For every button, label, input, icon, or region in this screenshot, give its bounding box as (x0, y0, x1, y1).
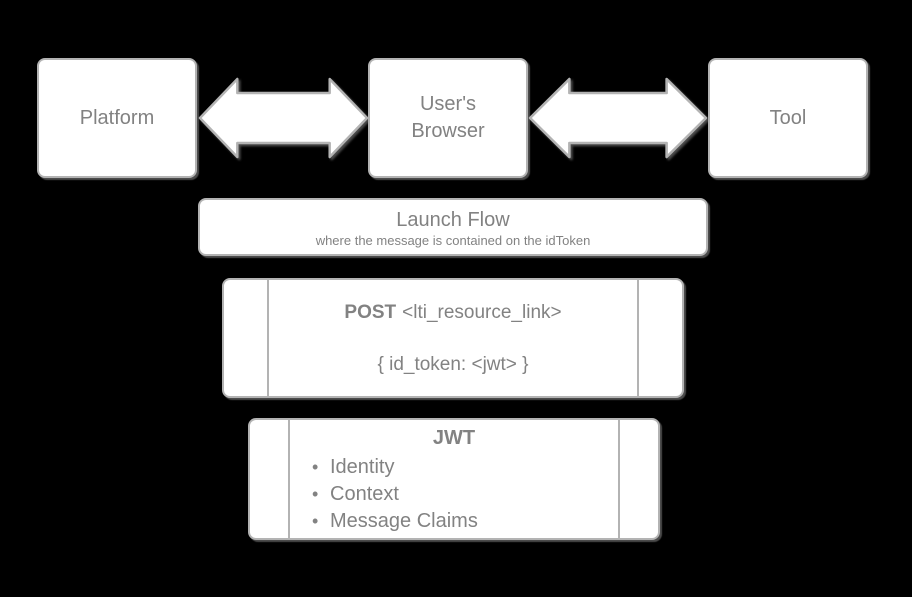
post-method: POST (344, 302, 397, 323)
post-payload: { id_token: <jwt> } (377, 354, 529, 375)
double-arrow-browser-tool-icon (528, 77, 708, 159)
users-browser-node: User's Browser (368, 58, 528, 178)
inner-divider-right (637, 280, 639, 396)
jwt-claim-item: Message Claims (312, 508, 658, 535)
jwt-box: JWT Identity Context Message Claims (248, 418, 660, 540)
platform-node: Platform (37, 58, 197, 178)
jwt-claims-list: Identity Context Message Claims (250, 454, 658, 535)
jwt-claim-item: Context (312, 481, 658, 508)
users-browser-label: User's Browser (411, 93, 485, 142)
jwt-claim-item: Identity (312, 454, 658, 481)
tool-label: Tool (769, 106, 807, 129)
inner-divider-left (267, 280, 269, 396)
post-request-line: POST<lti_resource_link> (224, 299, 682, 326)
post-target: <lti_resource_link> (402, 302, 562, 323)
post-request-text: POST<lti_resource_link> { id_token: <jwt… (224, 280, 682, 378)
double-arrow-platform-browser-icon (198, 77, 369, 159)
launch-flow-subtitle: where the message is contained on the id… (315, 233, 591, 248)
tool-node: Tool (708, 58, 868, 178)
launch-flow-banner: Launch Flow where the message is contain… (198, 198, 708, 256)
inner-divider-left (288, 420, 290, 538)
platform-label: Platform (79, 106, 155, 129)
inner-divider-right (618, 420, 620, 538)
launch-flow-title: Launch Flow (396, 209, 510, 231)
jwt-title: JWT (432, 427, 476, 449)
post-request-box: POST<lti_resource_link> { id_token: <jwt… (222, 278, 684, 398)
